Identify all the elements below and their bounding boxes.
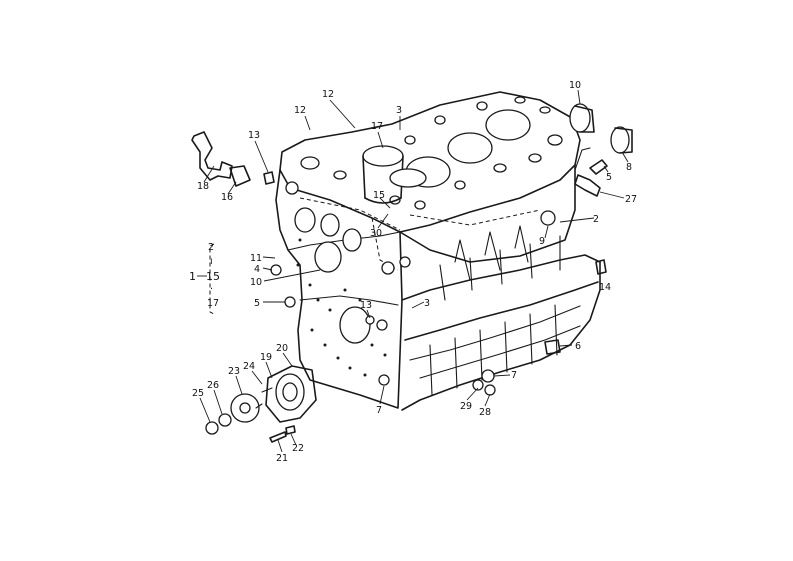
deck-bores bbox=[300, 96, 563, 210]
callout-27: 27 bbox=[625, 194, 637, 205]
callout-18: 18 bbox=[197, 181, 209, 192]
callout-labels: 12 12 3 17 13 18 16 15 30 10 8 5 27 2 9 … bbox=[192, 80, 637, 464]
callout-16: 16 bbox=[221, 192, 233, 203]
callout-17-liner: 17 bbox=[371, 121, 383, 132]
group-label-17: 17 bbox=[207, 298, 219, 309]
group-label-1: 1 bbox=[189, 270, 196, 283]
group-label-dash: ı bbox=[210, 256, 213, 267]
oil-pump-assembly bbox=[205, 365, 317, 443]
callout-8: 8 bbox=[626, 162, 632, 173]
callout-11: 11 bbox=[250, 253, 262, 264]
left-side-parts bbox=[191, 131, 275, 187]
group-label-2: 2 bbox=[208, 242, 214, 253]
callout-15-liner: 15 bbox=[373, 190, 385, 201]
callout-7-right: 7 bbox=[511, 370, 517, 381]
callout-13-left: 13 bbox=[248, 130, 260, 141]
callout-26: 26 bbox=[207, 380, 219, 391]
cylinder-liner bbox=[362, 145, 427, 204]
callout-10-top: 10 bbox=[569, 80, 581, 91]
callout-25: 25 bbox=[192, 388, 204, 399]
callout-12-right: 12 bbox=[322, 89, 334, 100]
group-label-15: 15 bbox=[206, 270, 220, 283]
bolt-hole-dots bbox=[296, 238, 387, 377]
assembly-group-bracket: 1 2 ı 15 · 17 bbox=[189, 242, 220, 315]
callout-19: 19 bbox=[260, 352, 272, 363]
callout-29: 29 bbox=[460, 401, 472, 412]
callout-12-left: 12 bbox=[294, 105, 306, 116]
callout-2: 2 bbox=[593, 214, 599, 225]
callout-3-center: 3 bbox=[424, 298, 430, 309]
cylinder-block bbox=[275, 91, 601, 411]
callout-30: 30 bbox=[370, 228, 382, 239]
callout-10-left: 10 bbox=[250, 277, 262, 288]
callout-4: 4 bbox=[254, 264, 260, 275]
callout-21: 21 bbox=[276, 453, 288, 464]
callout-7-left: 7 bbox=[376, 405, 382, 416]
callout-3-top: 3 bbox=[396, 105, 402, 116]
callout-13-center: 13 bbox=[360, 300, 372, 311]
callout-23: 23 bbox=[228, 366, 240, 377]
callout-5-right: 5 bbox=[606, 172, 612, 183]
callout-22: 22 bbox=[292, 443, 304, 454]
callout-24: 24 bbox=[243, 361, 255, 372]
callout-9: 9 bbox=[539, 236, 545, 247]
callout-20: 20 bbox=[276, 343, 288, 354]
right-side-parts bbox=[569, 103, 633, 197]
callout-28: 28 bbox=[479, 407, 491, 418]
group-label-dot: · bbox=[210, 284, 213, 295]
leader-lines bbox=[199, 89, 629, 453]
callout-5-left: 5 bbox=[254, 298, 260, 309]
callout-14: 14 bbox=[599, 282, 611, 293]
callout-6: 6 bbox=[575, 341, 581, 352]
front-face-holes bbox=[285, 181, 556, 386]
